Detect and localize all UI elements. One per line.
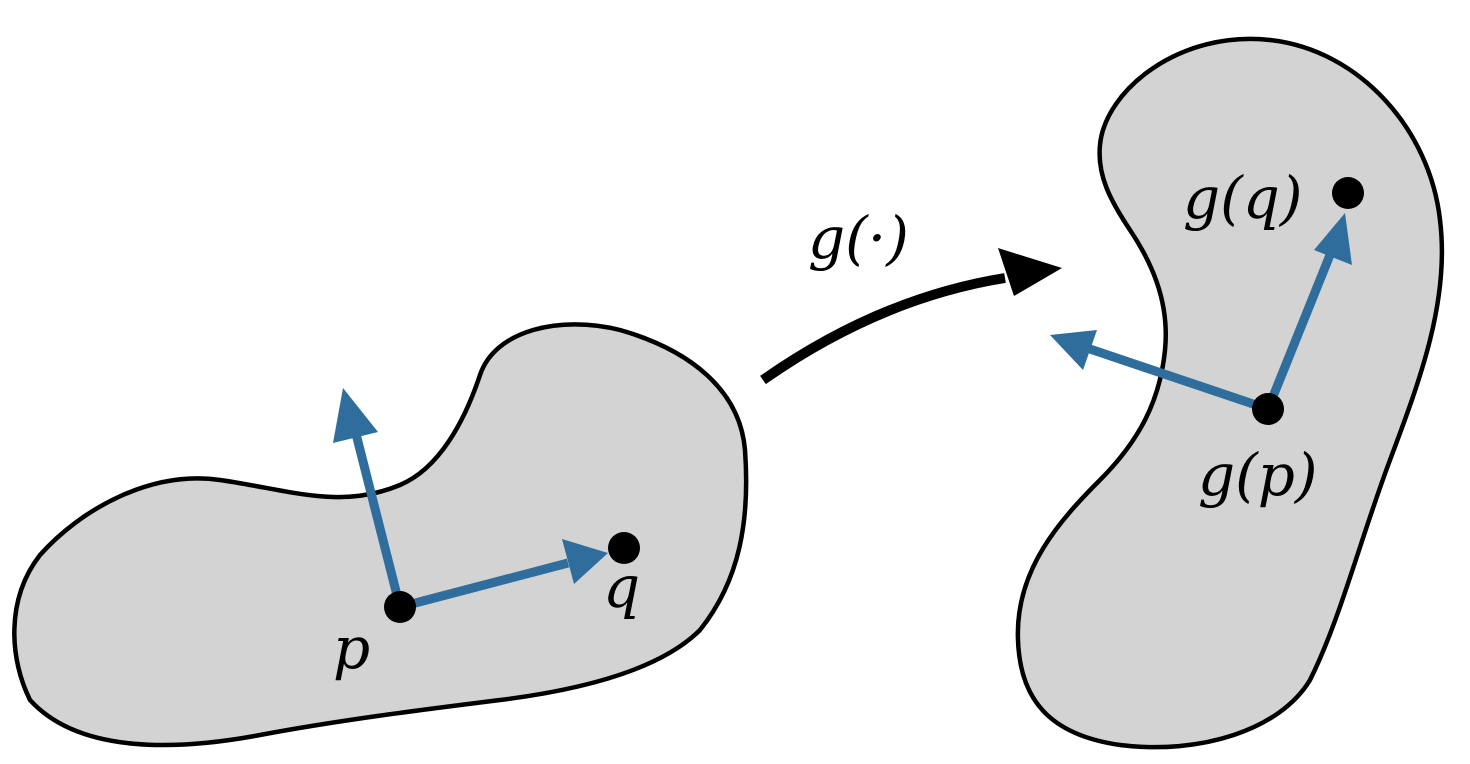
point-q bbox=[608, 532, 640, 564]
map-arrowhead bbox=[998, 248, 1062, 296]
pushforward-vector-gq bbox=[1263, 253, 1335, 411]
source-manifold: p q bbox=[12, 322, 749, 748]
map-arc bbox=[760, 273, 1006, 385]
point-gp bbox=[1252, 393, 1284, 425]
tangent-vector-up bbox=[350, 428, 405, 609]
pushforward-vector-left-arrowhead bbox=[1050, 330, 1097, 370]
tangent-vector-pq-arrowhead bbox=[562, 539, 608, 584]
label-gp: g(p) bbox=[1198, 441, 1318, 509]
tangent-vector-up-arrowhead bbox=[333, 388, 378, 443]
map-label: g(·) bbox=[808, 204, 909, 272]
pushforward-vector-left bbox=[1088, 344, 1270, 414]
target-manifold: g(q) g(p) bbox=[1015, 36, 1445, 750]
label-gq: g(q) bbox=[1183, 164, 1303, 232]
label-p: p bbox=[333, 614, 370, 682]
label-q: q bbox=[603, 553, 640, 621]
tangent-vector-pq bbox=[398, 558, 570, 612]
map-arrow: g(·) bbox=[760, 204, 1062, 385]
point-p bbox=[384, 591, 416, 623]
point-gq bbox=[1332, 177, 1364, 209]
pushforward-vector-gq-arrowhead bbox=[1314, 213, 1352, 265]
